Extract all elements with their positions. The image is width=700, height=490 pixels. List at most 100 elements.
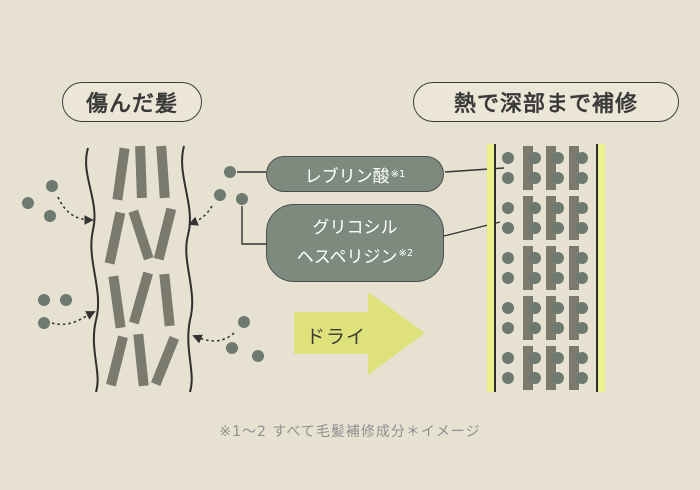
keratin-bar: [129, 271, 153, 325]
keratin-bar: [150, 335, 180, 387]
particle: [552, 372, 564, 384]
keratin-bar: [108, 275, 126, 329]
damaged-hair-strand: [85, 145, 194, 393]
particle: [22, 197, 34, 209]
particle: [529, 272, 541, 284]
keratin-bar: [523, 196, 533, 240]
particle: [224, 166, 236, 178]
cuticle-left: [487, 144, 495, 392]
particle: [38, 317, 50, 329]
particle: [502, 152, 514, 164]
damaged-hair-right-edge: [181, 145, 194, 393]
keratin-bar: [523, 296, 533, 340]
keratin-bar: [156, 145, 170, 199]
keratin-bar: [523, 246, 533, 290]
damaged-hair-left-edge: [85, 147, 100, 393]
particle: [552, 172, 564, 184]
particle: [576, 322, 588, 334]
keratin-bar: [106, 335, 128, 387]
particle: [502, 272, 514, 284]
keratin-bar: [133, 333, 149, 387]
particle: [552, 322, 564, 334]
particle: [576, 252, 588, 264]
particle: [60, 294, 72, 306]
damaged-hair-label-text: 傷んだ髪: [85, 92, 178, 117]
particle: [576, 202, 588, 214]
keratin-bar: [523, 146, 533, 190]
penetration-arrow: [192, 332, 235, 344]
particle: [552, 252, 564, 264]
particle: [529, 372, 541, 384]
particle: [502, 172, 514, 184]
particle: [552, 352, 564, 364]
keratin-bar: [546, 196, 556, 240]
particle: [552, 202, 564, 214]
levulinic-acid-mark: ※1: [390, 168, 406, 180]
particle: [236, 193, 248, 205]
particle: [576, 222, 588, 234]
keratin-bar: [135, 145, 147, 199]
particle: [576, 172, 588, 184]
particle: [529, 252, 541, 264]
glycosyl-hesperidin-pill: グリコシル ヘスペリジン※2: [266, 204, 444, 282]
damaged-side-particles: [22, 166, 264, 362]
connector-line: [241, 206, 266, 245]
keratin-bar: [546, 146, 556, 190]
keratin-bar: [128, 209, 154, 261]
keratin-bar: [104, 211, 126, 265]
particle: [552, 302, 564, 314]
particle: [529, 352, 541, 364]
keratin-bar: [569, 246, 579, 290]
heat-repair-label-text: 熱で深部まで補修: [453, 92, 638, 117]
penetration-arrow: [51, 311, 96, 326]
particle: [214, 189, 226, 201]
particle: [576, 302, 588, 314]
glycosyl-hesperidin-line2-wrap: ヘスペリジン※2: [297, 241, 414, 271]
particle: [38, 294, 50, 306]
cuticle-right: [597, 144, 605, 392]
particle: [576, 352, 588, 364]
particle: [529, 152, 541, 164]
particle: [502, 322, 514, 334]
levulinic-acid-pill: レブリン酸※1: [266, 156, 444, 192]
particle: [576, 372, 588, 384]
keratin-bar: [569, 196, 579, 240]
particle: [238, 316, 250, 328]
particle: [226, 342, 238, 354]
dry-arrow: [294, 292, 425, 375]
particle: [529, 222, 541, 234]
keratin-bar: [569, 346, 579, 390]
levulinic-acid-name: レブリン酸: [304, 166, 390, 187]
glycosyl-hesperidin-line2: ヘスペリジン: [296, 247, 398, 268]
particle: [502, 372, 514, 384]
damaged-hair-label: 傷んだ髪: [62, 82, 202, 122]
keratin-bar: [569, 146, 579, 190]
particle: [44, 210, 56, 222]
keratin-bar: [523, 346, 533, 390]
repaired-hair-strand: [487, 144, 605, 392]
glycosyl-hesperidin-mark: ※2: [398, 247, 414, 259]
heat-repair-label: 熱で深部まで補修: [413, 82, 679, 122]
keratin-bar: [546, 346, 556, 390]
dry-label: ドライ: [306, 326, 367, 348]
particle: [552, 152, 564, 164]
keratin-bar: [546, 246, 556, 290]
particle: [502, 352, 514, 364]
particle: [502, 302, 514, 314]
particle: [252, 350, 264, 362]
glycosyl-hesperidin-line1: グリコシル: [312, 217, 398, 238]
particle: [502, 222, 514, 234]
particle: [552, 272, 564, 284]
particle: [502, 252, 514, 264]
particle: [529, 302, 541, 314]
particle: [46, 180, 58, 192]
keratin-bar: [569, 296, 579, 340]
particle: [529, 322, 541, 334]
particle: [502, 202, 514, 214]
particle: [576, 152, 588, 164]
penetration-arrow: [188, 205, 213, 226]
footnote: ※1～2 すべて毛髪補修成分＊イメージ: [219, 424, 481, 440]
particle: [529, 172, 541, 184]
